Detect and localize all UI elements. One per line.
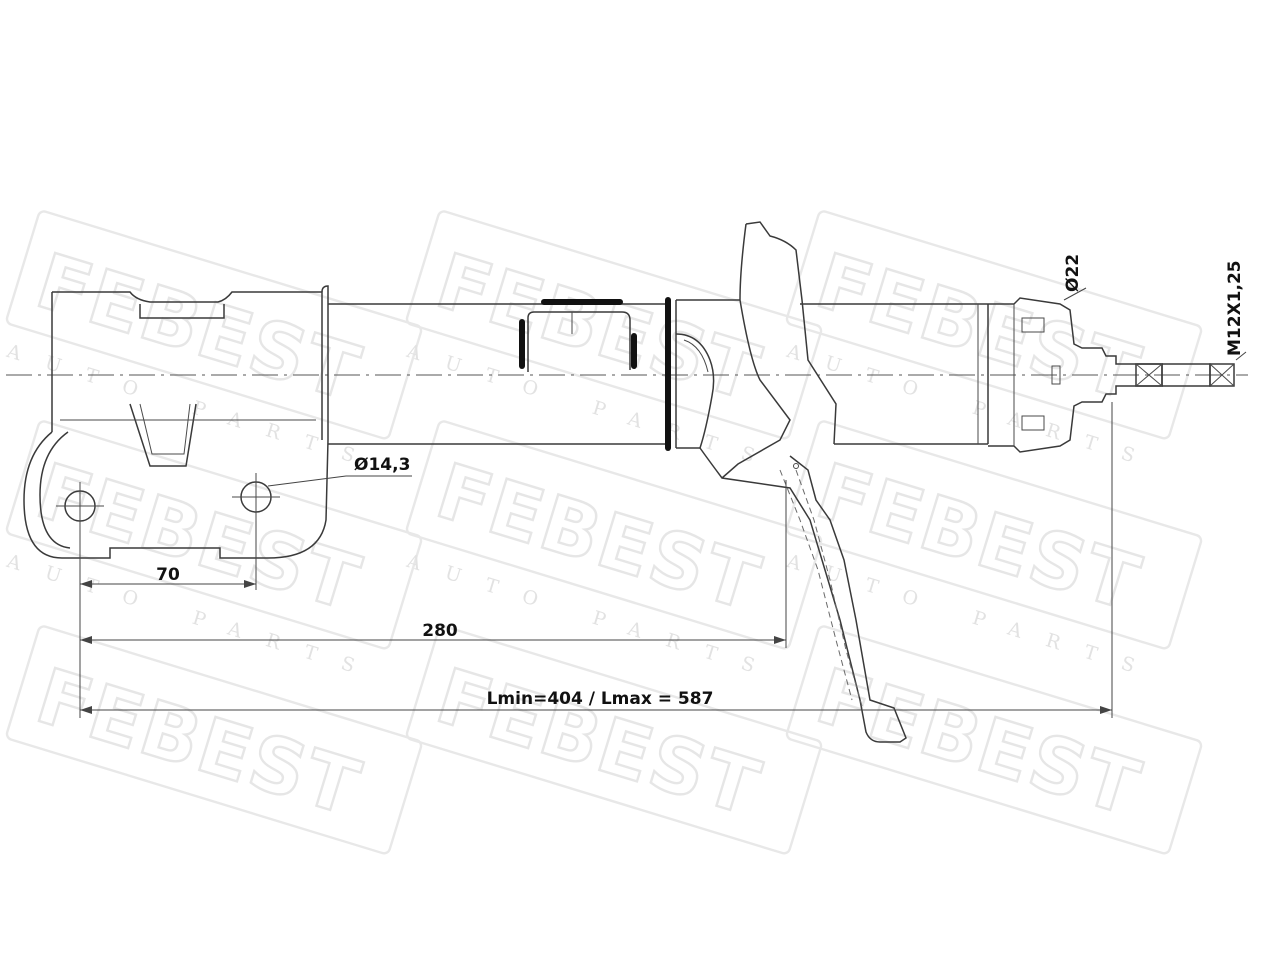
watermark-layer: FEBEST AUTO PARTS FEBEST AUTO PARTS FEBE… <box>3 210 1203 855</box>
watermark-brand: FEBEST <box>807 651 1151 833</box>
shock-tube <box>328 297 989 451</box>
length-to-bracket-label: 280 <box>422 621 458 641</box>
watermark-brand: FEBEST <box>807 446 1151 628</box>
rod-diameter-label: Ø22 <box>1063 254 1083 292</box>
lower-bracket <box>23 285 329 559</box>
watermark-brand: FEBEST <box>427 236 771 418</box>
bolt-spacing-label: 70 <box>156 565 180 585</box>
hole-diameter-label: Ø14,3 <box>354 455 410 475</box>
watermark-tile: FEBEST AUTO PARTS <box>403 210 823 475</box>
watermark-brand: FEBEST <box>427 651 771 833</box>
dimension-lines <box>79 287 1247 718</box>
length-range-label: Lmin=404 / Lmax = 587 <box>487 689 714 709</box>
watermark-brand: FEBEST <box>27 236 371 418</box>
spring-seat <box>699 221 907 743</box>
watermark-brand: FEBEST <box>27 651 371 833</box>
watermark-brand: FEBEST <box>807 236 1151 418</box>
thread-label: M12X1,25 <box>1225 260 1245 356</box>
rod-top <box>988 297 1235 453</box>
